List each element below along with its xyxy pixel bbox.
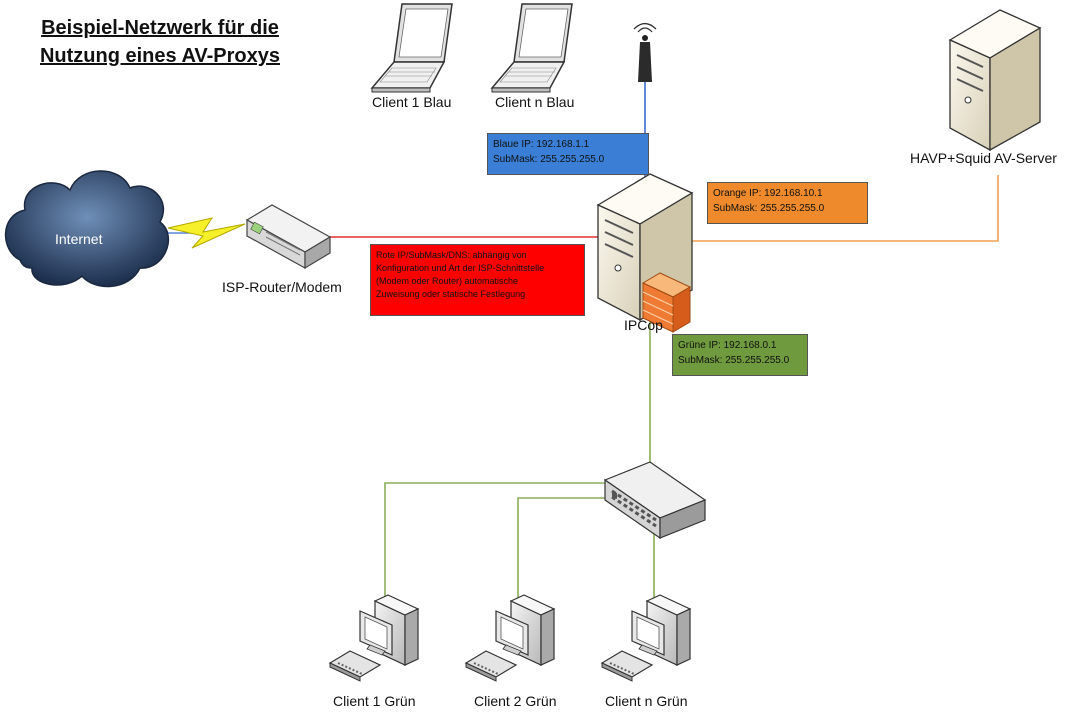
red-text-line-1: Rote IP/SubMask/DNS: abhängig von xyxy=(376,250,527,260)
desktop-computer-icon xyxy=(328,594,420,682)
red-text-line-2: Konfiguration und Art der ISP-Schnittste… xyxy=(376,263,545,273)
green-submask-text: SubMask: 255.255.255.0 xyxy=(678,355,790,366)
blue-submask-text: SubMask: 255.255.255.0 xyxy=(493,154,605,165)
havp-server-label: HAVP+Squid AV-Server xyxy=(910,150,1057,166)
page-title: Beispiel-Netzwerk für die Nutzung eines … xyxy=(10,14,310,70)
desktop-computer-icon xyxy=(600,594,692,682)
red-text-line-3: (Modem oder Router) automatische xyxy=(376,276,519,286)
laptop-icon xyxy=(490,3,573,93)
title-line-2: Nutzung eines AV-Proxys xyxy=(39,45,281,67)
clientn-blau-label: Client n Blau xyxy=(495,94,575,110)
client2-gruen-label: Client 2 Grün xyxy=(474,693,557,709)
wireless-antenna-icon xyxy=(633,22,657,82)
blue-ip-text: Blaue IP: 192.168.1.1 xyxy=(493,139,590,150)
isp-router-label: ISP-Router/Modem xyxy=(222,279,342,295)
orange-link xyxy=(688,175,999,242)
internet-label: Internet xyxy=(55,231,103,247)
green-ip-box: Grüne IP: 192.168.0.1 SubMask: 255.255.2… xyxy=(672,334,808,376)
firewall-icon xyxy=(641,272,692,333)
client1-gruen-label: Client 1 Grün xyxy=(333,693,416,709)
switch-icon xyxy=(603,461,707,540)
blue-ip-box: Blaue IP: 192.168.1.1 SubMask: 255.255.2… xyxy=(487,133,649,175)
title-line-1: Beispiel-Netzwerk für die xyxy=(41,17,279,39)
ipcop-label: IPCop xyxy=(624,317,663,333)
orange-submask-text: SubMask: 255.255.255.0 xyxy=(713,203,825,214)
connection-lines xyxy=(160,80,999,600)
red-text-line-4: Zuweisung oder statische Festlegung xyxy=(376,289,526,299)
laptop-icon xyxy=(370,3,453,93)
orange-ip-text: Orange IP: 192.168.10.1 xyxy=(713,188,823,199)
orange-ip-box: Orange IP: 192.168.10.1 SubMask: 255.255… xyxy=(707,182,868,224)
client1-blau-label: Client 1 Blau xyxy=(372,94,452,110)
red-ip-box: Rote IP/SubMask/DNS: abhängig von Konfig… xyxy=(370,244,585,316)
server-icon xyxy=(948,9,1042,152)
lightning-icon xyxy=(167,217,246,249)
router-icon xyxy=(245,204,332,270)
green-ip-text: Grüne IP: 192.168.0.1 xyxy=(678,340,777,351)
green-link-client1 xyxy=(384,482,612,600)
green-link-client2 xyxy=(517,497,612,600)
desktop-computer-icon xyxy=(464,594,556,682)
cloud-icon xyxy=(4,170,170,288)
clientn-gruen-label: Client n Grün xyxy=(605,693,688,709)
